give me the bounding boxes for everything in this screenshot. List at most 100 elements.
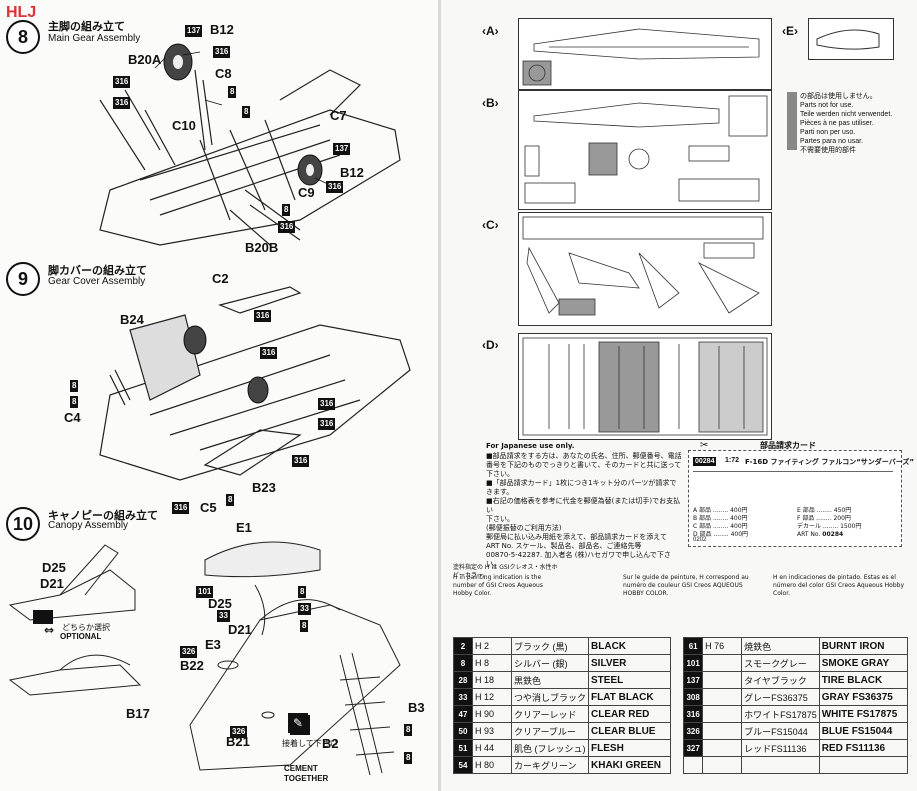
color-badge: 8: [228, 86, 237, 98]
part-label: B3: [408, 700, 425, 715]
color-badge: 326: [230, 726, 248, 738]
step-10-title-en: Canopy Assembly: [48, 520, 129, 531]
part-label: D25: [42, 560, 66, 575]
part-label: B12: [210, 22, 234, 37]
color-badge: 316: [113, 97, 131, 109]
color-badge: 8: [70, 380, 79, 392]
main-gear-drawing: [99, 43, 401, 246]
sprue-B: [518, 90, 772, 210]
part-label: C7: [330, 108, 347, 123]
not-used-legend: の部品は使用しません。 Parts not for use. Teile wer…: [787, 92, 897, 155]
part-label: B2: [322, 736, 339, 751]
cement-icon: ✎: [288, 713, 308, 733]
step-8-title-jp: 主脚の組み立て: [48, 20, 125, 33]
part-label: C5: [200, 500, 217, 515]
part-label: B22: [180, 658, 204, 673]
color-badge: 33: [217, 610, 230, 622]
sprue-E-drawing: [816, 29, 880, 50]
optional-label-en: OPTIONAL: [60, 632, 102, 641]
not-used-line: Pièces à ne pas utiliser.: [800, 120, 874, 127]
color-badge: 316: [254, 310, 272, 322]
sprue-section-label: ‹E›: [782, 24, 799, 38]
color-badge: 316: [292, 455, 310, 467]
not-used-line: Teile werden nicht verwendet.: [800, 111, 893, 118]
order-card-scale: 1:72: [725, 457, 740, 464]
sprue-A-drawing: [522, 28, 760, 86]
sprue-section-label: ‹D›: [482, 338, 499, 352]
color-badge: 316: [318, 418, 336, 430]
step-10-number: 10: [6, 507, 40, 541]
part-label: B12: [340, 165, 364, 180]
order-card-code: 00284: [693, 457, 717, 466]
color-badge: 316: [278, 221, 296, 233]
arrow-icon: ⇔: [44, 623, 55, 637]
color-badge: 33: [298, 603, 311, 615]
japan-only-note: For Japanese use only.: [486, 442, 575, 450]
sprue-D: [518, 333, 772, 440]
order-card[interactable]: 00284 1:72 F-16D ファイティング ファルコン“サンダーバーズ” …: [688, 450, 914, 547]
cement-label-en: CEMENT TOGETHER: [284, 764, 329, 783]
color-badge: 316: [213, 46, 231, 58]
scissors-icon: ✂: [700, 440, 709, 451]
part-label: C2: [212, 271, 229, 286]
left-instruction-page: [0, 0, 440, 791]
color-badge: 137: [185, 25, 203, 37]
sprue-section-label: ‹B›: [482, 96, 499, 110]
page-spine: [438, 0, 441, 791]
part-label: B23: [252, 480, 276, 495]
part-label: B24: [120, 312, 144, 327]
order-card-footer: 0202: [693, 537, 707, 543]
canopy-drawing: [8, 541, 401, 776]
step-8-number: 8: [6, 20, 40, 54]
order-instructions: ■部品請求をする方は、あなたの氏名、住所、郵便番号、電話番号を下記のものでっきり…: [486, 452, 682, 568]
sprue-section-label: ‹A›: [482, 24, 499, 38]
color-badge: 8: [300, 620, 309, 632]
color-badge: 8: [298, 586, 307, 598]
optional-label-jp: どちらか選択: [62, 623, 110, 632]
part-label: D25: [208, 596, 232, 611]
gear-cover-drawing: [99, 286, 411, 481]
step-9-title-jp: 脚カバーの組み立て: [48, 264, 147, 277]
part-label: D21: [40, 576, 64, 591]
part-label: B20A: [128, 52, 162, 67]
color-badge: 8: [404, 752, 413, 764]
order-prices-right: E 部品 ........ 450円 F 部品 ........ 200円 デカ…: [797, 507, 862, 538]
sprue-B-drawing: [524, 95, 768, 204]
order-card-product: F-16D ファイティング ファルコン“サンダーバーズ”: [745, 458, 914, 466]
watermark-logo: HLJ: [6, 4, 37, 21]
sprue-C-drawing: [522, 216, 764, 316]
part-label: C10: [172, 118, 196, 133]
part-label: E3: [205, 637, 221, 652]
sprue-E: [808, 18, 894, 60]
color-badge: 316: [318, 398, 336, 410]
part-label: B17: [126, 706, 150, 721]
color-badge: 316: [172, 502, 190, 514]
not-used-swatch: [787, 92, 797, 150]
color-badge: 316: [326, 181, 344, 193]
part-label: B20B: [245, 240, 279, 255]
color-badge: 8: [226, 494, 235, 506]
step-8-title-en: Main Gear Assembly: [48, 33, 141, 44]
color-badge: 326: [180, 646, 198, 658]
part-label: C8: [215, 66, 232, 81]
color-badge: 101: [196, 586, 214, 598]
color-badge: 137: [333, 143, 351, 155]
part-label: C4: [64, 410, 81, 425]
part-label: D21: [228, 622, 252, 637]
color-badge: 316: [113, 76, 131, 88]
color-badge: 8: [404, 724, 413, 736]
not-used-line: Parti non per uso.: [800, 129, 856, 136]
step-10-title-jp: キャノピーの組み立て: [48, 509, 158, 522]
not-used-line: Parts not for use.: [800, 102, 854, 109]
sprue-A: [518, 18, 772, 90]
order-card-fields: [693, 471, 893, 508]
color-badge: 316: [260, 347, 278, 359]
not-used-jp: の部品は使用しません。: [800, 93, 877, 100]
